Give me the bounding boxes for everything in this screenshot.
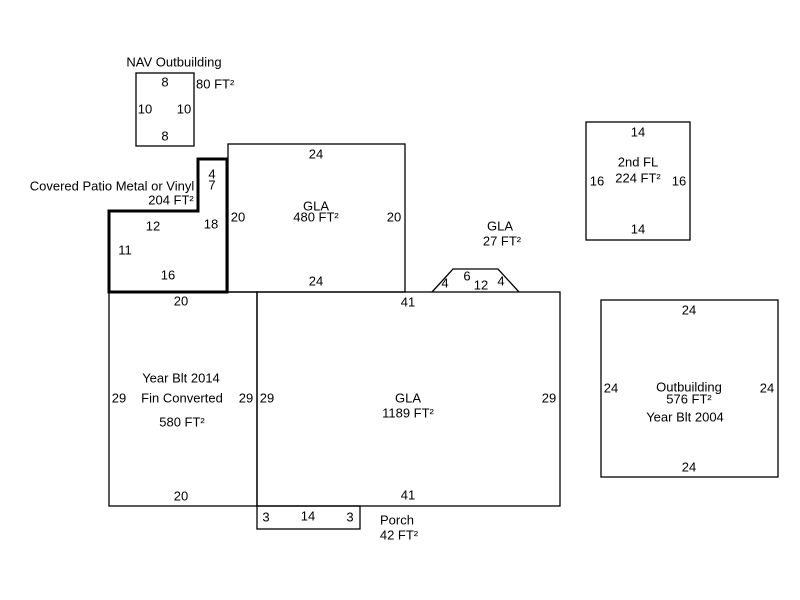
dim-right: 3	[346, 510, 353, 525]
dim-bottom: 8	[161, 129, 168, 144]
dim-right: 16	[672, 174, 686, 189]
covered-patio-outline	[107, 157, 229, 294]
bay-gla: 4 6 12 4 GLA 27 FT²	[431, 219, 522, 293]
covered-patio-area: 204 FT²	[148, 193, 194, 208]
dim-top: 14	[631, 125, 645, 140]
main-gla-area: 1189 FT²	[382, 406, 434, 421]
porch: 3 14 3 Porch 42 FT²	[256, 505, 419, 543]
dim-left: 24	[604, 381, 618, 396]
dim-left: 29	[260, 391, 274, 406]
outbuilding-title: Outbuilding	[656, 380, 722, 395]
main-gla-title: GLA	[395, 391, 421, 406]
dim-18: 18	[204, 217, 218, 232]
dim-top: 8	[161, 75, 168, 90]
converted-area: 580 FT²	[159, 415, 205, 430]
main-gla: 41 29 29 41 GLA 1189 FT²	[256, 291, 561, 507]
dim-7: 7	[208, 178, 215, 193]
dim-right: 29	[239, 391, 253, 406]
dim-right: 10	[177, 102, 191, 117]
dim-12: 12	[146, 219, 160, 234]
nav-outbuilding-title: NAV Outbuilding	[126, 55, 221, 70]
dim-top: 6	[463, 269, 470, 284]
porch-area: 42 FT²	[380, 528, 419, 543]
converted-year: Year Blt 2014	[142, 371, 220, 386]
dim-bottom: 14	[631, 222, 645, 237]
porch-outline	[256, 505, 361, 530]
outbuilding-outline	[600, 299, 779, 478]
dim-right: 4	[497, 274, 504, 289]
dim-length: 14	[301, 509, 315, 524]
dim-4: 4	[208, 167, 215, 182]
outbuilding-year: Year Blt 2004	[646, 410, 724, 425]
dim-11: 11	[118, 243, 132, 258]
dim-bottom: 24	[682, 460, 696, 475]
bay-gla-area: 27 FT²	[483, 234, 522, 249]
dim-base: 12	[474, 278, 488, 293]
nav-outbuilding-area: 80 FT²	[196, 77, 235, 92]
dim-bottom: 24	[309, 274, 323, 289]
dim-left: 10	[138, 102, 152, 117]
outbuilding-area: 576 FT²	[666, 392, 712, 407]
upper-gla-title: GLA	[303, 199, 329, 214]
bay-gla-title: GLA	[487, 219, 513, 234]
second-floor-area: 224 FT²	[615, 171, 661, 186]
covered-patio: Covered Patio Metal or Vinyl 204 FT² 4 7…	[30, 157, 229, 294]
second-floor-title: 2nd FL	[618, 155, 658, 170]
dim-left: 20	[231, 210, 245, 225]
nav-outbuilding-outline	[135, 72, 195, 147]
dim-bottom: 20	[174, 489, 188, 504]
dim-left: 3	[262, 510, 269, 525]
dim-top: 24	[682, 303, 696, 318]
covered-patio-title: Covered Patio Metal or Vinyl	[30, 179, 195, 194]
upper-gla: 24 20 20 24 GLA 480 FT²	[227, 143, 406, 293]
second-floor-outline	[585, 121, 691, 241]
converted-room: 20 29 29 20 Year Blt 2014 Fin Converted …	[108, 291, 258, 507]
dim-right: 29	[542, 391, 556, 406]
bay-gla-outline	[431, 268, 520, 293]
dim-left: 4	[441, 276, 448, 291]
porch-title: Porch	[380, 513, 414, 528]
main-gla-outline	[256, 291, 561, 507]
dim-right: 20	[387, 210, 401, 225]
dim-bottom: 41	[401, 488, 415, 503]
dim-top: 20	[174, 294, 188, 309]
dim-top: 24	[309, 147, 323, 162]
dim-right: 24	[760, 381, 774, 396]
second-floor: 14 16 16 14 2nd FL 224 FT²	[585, 121, 691, 241]
dim-16: 16	[161, 268, 175, 283]
dim-top: 41	[401, 295, 415, 310]
upper-gla-area: 480 FT²	[293, 210, 339, 225]
dim-left: 16	[590, 174, 604, 189]
converted-label: Fin Converted	[141, 391, 223, 406]
dim-left: 29	[112, 391, 126, 406]
outbuilding: 24 24 24 24 Outbuilding 576 FT² Year Blt…	[600, 299, 779, 478]
nav-outbuilding: NAV Outbuilding 80 FT² 8 10 10 8	[126, 55, 235, 147]
